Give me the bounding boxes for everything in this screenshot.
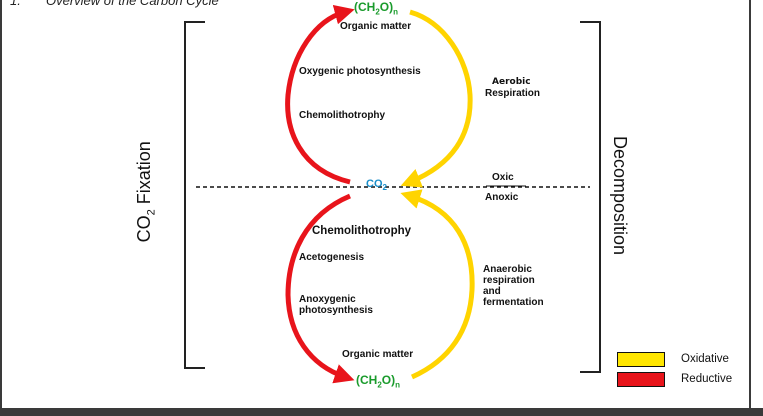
decomposition-side-label: Decomposition: [610, 135, 631, 256]
co2-center-label: CO2: [366, 178, 387, 193]
bottom-product-label: (CH2O)n: [356, 373, 401, 390]
anoxygenic-label: Anoxygenic photosynthesis: [299, 294, 373, 316]
top-yellow-arc: [400, 9, 473, 188]
legend-oxidative-label: Oxidative: [681, 353, 729, 365]
organic-matter-top: Organic matter: [340, 21, 412, 32]
right-bracket: [580, 21, 601, 373]
header-number: 1.: [10, 0, 21, 8]
frame-left-edge: [0, 0, 2, 408]
respiration-label: Respiration: [485, 88, 541, 99]
top-product-label: (CH2O)n: [354, 0, 399, 17]
header-title: Overview of the Carbon Cycle: [46, 0, 219, 8]
anoxic-label: Anoxic: [485, 192, 519, 203]
bottom-red-arc: [285, 193, 355, 384]
frame-right-edge: [749, 0, 751, 408]
legend-reductive-label: Reductive: [681, 373, 733, 385]
oxygenic-photosynthesis: Oxygenic photosynthesis: [299, 66, 421, 77]
anaerobic-label: Anaerobic respiration and fermentation: [483, 264, 544, 308]
acetogenesis-label: Acetogenesis: [299, 252, 365, 263]
chemolithotrophy-top: Chemolithotrophy: [299, 110, 386, 121]
oxic-label: Oxic: [492, 172, 514, 183]
bottom-yellow-arc: [400, 189, 475, 380]
header: 1. Overview of the Carbon Cycle: [0, 0, 763, 8]
chemolithotrophy-bottom: Chemolithotrophy: [312, 225, 412, 237]
co2-fixation-side-label: CO2 Fixation: [133, 141, 158, 243]
bottom-bar: [0, 408, 763, 416]
legend-oxidative-swatch: [617, 352, 665, 367]
aerobic-label: Aerobic: [492, 77, 531, 87]
organic-matter-bottom: Organic matter: [342, 349, 414, 360]
left-bracket: [184, 21, 205, 369]
top-red-arc: [285, 4, 355, 185]
legend-reductive-swatch: [617, 372, 665, 387]
